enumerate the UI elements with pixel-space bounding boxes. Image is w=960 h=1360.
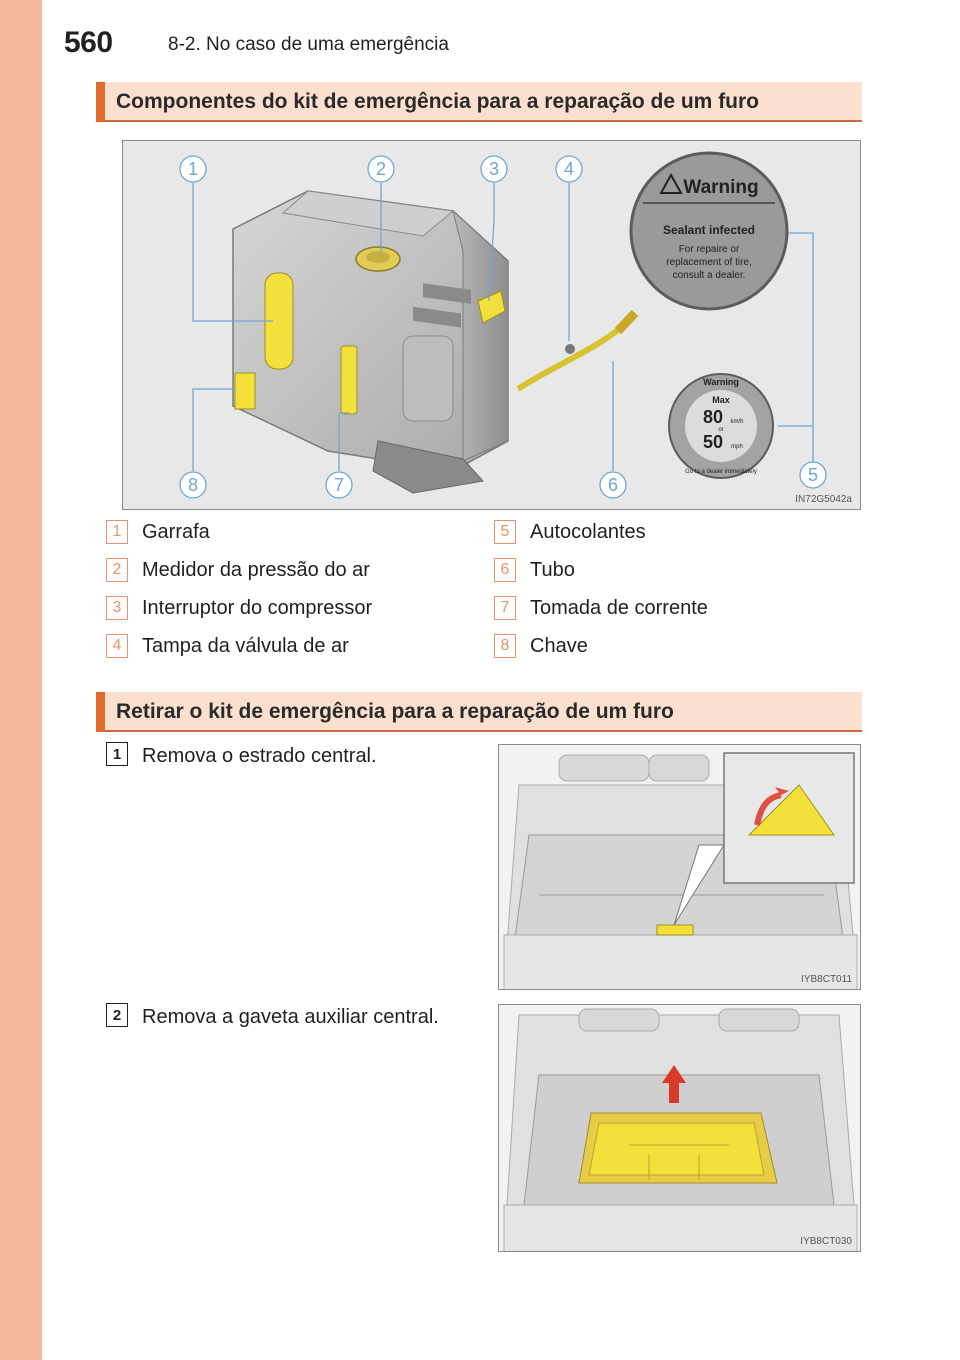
component-number: 8 (494, 634, 516, 658)
component-number: 4 (106, 634, 128, 658)
chapter-side-tab (0, 0, 42, 1360)
step-2: 2 Remova a gaveta auxiliar central. (106, 1003, 439, 1028)
figure-label-8: 8 (188, 475, 198, 495)
sticker-speed-kmh-unit: km/h (730, 419, 743, 425)
figure-code: IYB8CT030 (800, 1236, 852, 1247)
component-number: 1 (106, 520, 128, 544)
chapter-title: 8-2. No caso de uma emergência (168, 34, 449, 55)
section-heading-removal: Retirar o kit de emergência para a repar… (96, 692, 862, 732)
component-item-1: 1 Garrafa (106, 518, 210, 546)
component-label: Interruptor do compressor (142, 596, 373, 619)
figure-remove-center-tray: IYB8CT030 (498, 1004, 861, 1252)
component-label: Chave (530, 634, 588, 657)
warning-triangle-icon (659, 172, 683, 194)
sticker-warning-line-1: For repaire or (679, 244, 740, 255)
step-number: 2 (106, 1003, 128, 1027)
sticker-warning-subheading: Sealant infected (663, 223, 755, 237)
component-item-3: 3 Interruptor do compressor (106, 594, 372, 622)
component-label: Medidor da pressão do ar (142, 558, 370, 581)
figure-code: IYB8CT011 (801, 974, 852, 985)
step-number: 1 (106, 742, 128, 766)
component-item-7: 7 Tomada de corrente (494, 594, 708, 622)
step-1: 1 Remova o estrado central. (106, 742, 377, 767)
repair-kit-illustration: 1 2 3 4 5 6 7 8 Warning Sealant infected… (179, 151, 827, 499)
cargo-area-illustration (499, 745, 860, 989)
component-item-2: 2 Medidor da pressão do ar (106, 556, 370, 584)
figure-code: IN72G5042a (795, 494, 852, 505)
sticker-speed-heading: Warning (703, 377, 739, 387)
figure-label-7: 7 (334, 475, 344, 495)
cargo-tray-illustration (499, 1005, 860, 1251)
component-item-4: 4 Tampa da válvula de ar (106, 632, 349, 660)
component-label: Autocolantes (530, 520, 646, 543)
figure-label-5: 5 (808, 465, 818, 485)
component-label: Tomada de corrente (530, 596, 708, 619)
component-label: Garrafa (142, 520, 210, 543)
arrow-up-icon (662, 1065, 686, 1103)
figure-label-3: 3 (489, 159, 499, 179)
sticker-warning-heading: Warning (683, 177, 758, 198)
sticker-speed-max: Max (712, 395, 730, 405)
component-number: 6 (494, 558, 516, 582)
sticker-speed-mph-unit: mph (731, 444, 743, 450)
component-item-6: 6 Tubo (494, 556, 575, 584)
sticker-speed-kmh-value: 80 (703, 407, 723, 427)
component-number: 3 (106, 596, 128, 620)
figure-label-1: 1 (188, 159, 198, 179)
sticker-speed-or: or (718, 427, 723, 433)
sticker-speed-footer: Go to a dealer immediately (685, 469, 757, 475)
figure-label-2: 2 (376, 159, 386, 179)
figure-repair-kit: 1 2 3 4 5 6 7 8 Warning Sealant infected… (122, 140, 861, 510)
step-text: Remova a gaveta auxiliar central. (142, 1006, 439, 1028)
component-number: 5 (494, 520, 516, 544)
component-item-8: 8 Chave (494, 632, 588, 660)
arrow-icon (775, 787, 789, 795)
figure-label-4: 4 (564, 159, 574, 179)
section-heading-components: Componentes do kit de emergência para a … (96, 82, 862, 122)
sticker-warning-line-3: consult a dealer. (673, 270, 746, 281)
sticker-speed-mph-value: 50 (703, 432, 723, 452)
component-number: 7 (494, 596, 516, 620)
sticker-warning-line-2: replacement of tire, (666, 257, 752, 268)
component-number: 2 (106, 558, 128, 582)
figure-remove-deck-board: IYB8CT011 (498, 744, 861, 990)
component-item-5: 5 Autocolantes (494, 518, 646, 546)
figure-label-6: 6 (608, 475, 618, 495)
page-number: 560 (64, 26, 113, 59)
component-label: Tubo (530, 558, 575, 581)
section-title: Retirar o kit de emergência para a repar… (116, 700, 674, 723)
section-title: Componentes do kit de emergência para a … (116, 90, 760, 113)
component-label: Tampa da válvula de ar (142, 634, 349, 657)
step-text: Remova o estrado central. (142, 745, 377, 767)
